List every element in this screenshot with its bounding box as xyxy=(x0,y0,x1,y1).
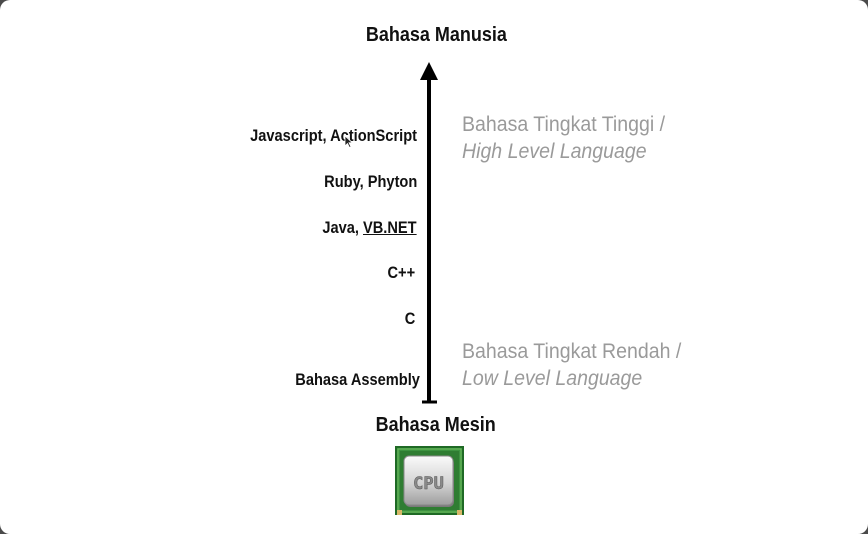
top-title: Bahasa Manusia xyxy=(365,24,507,46)
language-item-ruby: Ruby, Phyton xyxy=(323,172,417,191)
language-item-java: Java, VB.NET xyxy=(323,218,417,238)
high-level-line1: Bahasa Tingkat Tinggi / xyxy=(462,113,666,136)
language-item-c: C xyxy=(404,309,415,328)
cpu-chip-icon: CPU xyxy=(395,446,464,515)
high-level-caption: Bahasa Tingkat Tinggi / High Level Langu… xyxy=(462,111,665,165)
low-level-line2: Low Level Language xyxy=(462,367,643,390)
cpu-chip-label: CPU xyxy=(413,474,444,494)
vbnet-link[interactable]: VB.NET xyxy=(363,218,417,237)
language-java-prefix: Java, xyxy=(322,218,364,237)
arrowhead-icon xyxy=(420,62,438,80)
language-item-assembly: Bahasa Assembly xyxy=(295,370,420,389)
low-level-line1: Bahasa Tingkat Rendah / xyxy=(462,340,682,363)
language-item-javascript: Javascript, ActionScript xyxy=(250,126,417,145)
high-level-line2: High Level Language xyxy=(462,140,647,163)
low-level-caption: Bahasa Tingkat Rendah / Low Level Langua… xyxy=(462,338,681,392)
bottom-title: Bahasa Mesin xyxy=(375,414,496,436)
language-item-cpp: C++ xyxy=(387,263,415,282)
mouse-cursor-icon xyxy=(344,135,354,149)
